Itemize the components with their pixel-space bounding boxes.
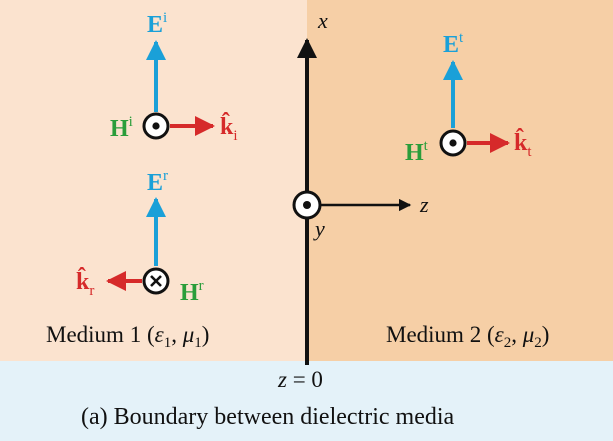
incident-h-dot-icon [142, 112, 170, 140]
transmitted-e-label: Et [443, 30, 464, 58]
medium2-label: Medium 2 (ε2, μ2) [386, 322, 549, 351]
x-axis-label: x [317, 8, 328, 33]
medium2-region [307, 0, 613, 361]
transmitted-h-label: Ht [405, 138, 429, 166]
reflected-h-cross-icon [142, 267, 170, 295]
medium1-label: Medium 1 (ε1, μ1) [46, 322, 209, 351]
y-axis-label: y [313, 216, 325, 241]
y-axis-dot-icon [292, 190, 322, 220]
incident-h-label: Hi [110, 114, 133, 142]
z-axis-label: z [419, 192, 429, 217]
boundary-label: z = 0 [277, 367, 323, 392]
transmitted-h-dot-icon [439, 129, 467, 157]
reflected-h-label: Hr [180, 278, 204, 306]
caption-region [0, 361, 613, 441]
incident-e-label: Ei [147, 10, 167, 38]
incident-k-label: k̂i [220, 112, 238, 144]
medium1-region [0, 0, 307, 361]
transmitted-k-label: k̂t [514, 128, 532, 160]
figure-caption: (a) Boundary between dielectric media [81, 404, 455, 430]
reflected-e-label: Er [147, 168, 168, 196]
reflected-k-label: k̂r [76, 267, 94, 299]
